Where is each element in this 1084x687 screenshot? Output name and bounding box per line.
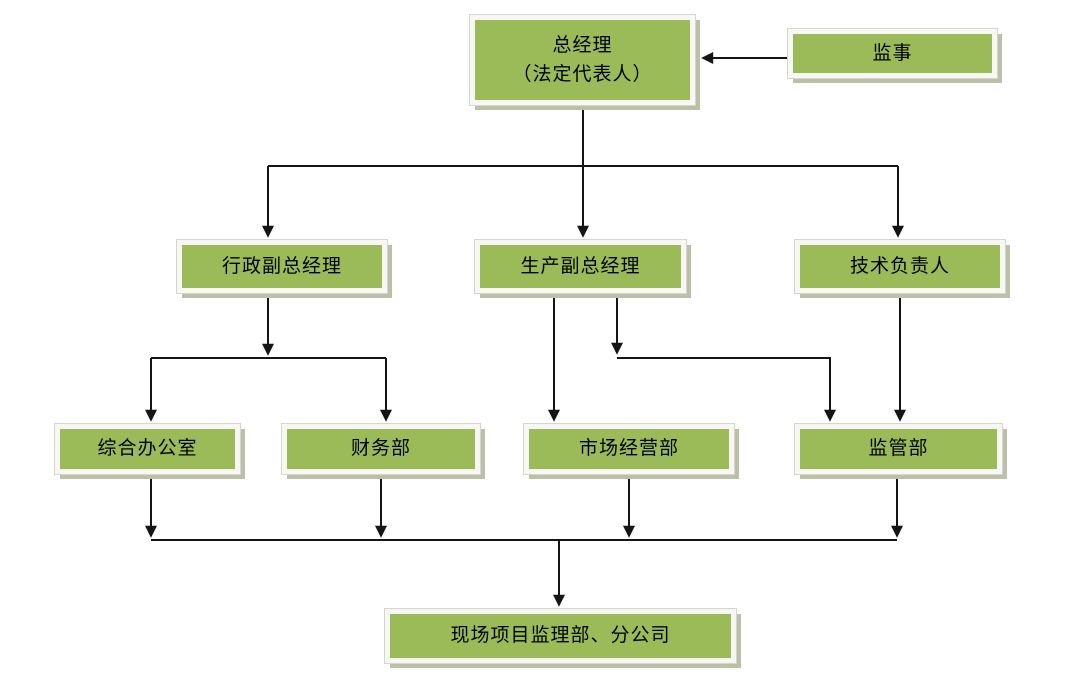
node-finance-dept: 财务部 bbox=[281, 423, 481, 475]
node-general-manager-line1: 总经理 bbox=[552, 34, 613, 56]
node-supervisor: 监事 bbox=[787, 28, 998, 79]
node-general-manager: 总经理 （法定代表人） bbox=[469, 14, 696, 106]
node-admin-deputy-gm: 行政副总经理 bbox=[176, 239, 388, 294]
node-supervisor-label: 监事 bbox=[872, 42, 913, 64]
node-site-supervision-dept-label: 现场项目监理部、分公司 bbox=[450, 625, 671, 647]
node-general-office-label: 综合办公室 bbox=[97, 438, 198, 460]
node-admin-deputy-gm-label: 行政副总经理 bbox=[221, 255, 342, 277]
node-marketing-dept-label: 市场经营部 bbox=[578, 438, 679, 460]
node-marketing-dept: 市场经营部 bbox=[523, 423, 735, 475]
node-technical-lead-label: 技术负责人 bbox=[849, 255, 950, 277]
node-site-supervision-dept: 现场项目监理部、分公司 bbox=[384, 608, 737, 664]
node-finance-dept-label: 财务部 bbox=[350, 438, 411, 460]
node-technical-lead: 技术负责人 bbox=[794, 239, 1006, 294]
node-general-office: 综合办公室 bbox=[54, 423, 241, 475]
node-production-deputy-gm-label: 生产副总经理 bbox=[520, 255, 641, 277]
node-supervision-dept-label: 监管部 bbox=[868, 438, 929, 460]
edge-prod-vp-to-supervision bbox=[617, 357, 836, 422]
node-production-deputy-gm: 生产副总经理 bbox=[474, 239, 687, 294]
node-supervision-dept: 监管部 bbox=[794, 423, 1003, 475]
node-general-manager-line2: （法定代表人） bbox=[512, 64, 653, 85]
